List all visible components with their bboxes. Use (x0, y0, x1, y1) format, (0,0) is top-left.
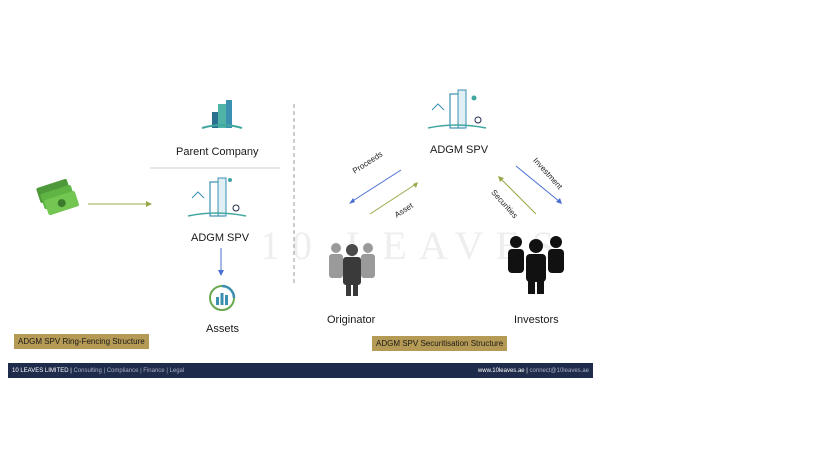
right-spv-label: ADGM SPV (430, 144, 489, 156)
section-divider (293, 104, 295, 286)
arrow-money-to-spv (88, 201, 152, 207)
arrow-spv-to-assets (218, 248, 224, 276)
originator-people-icon (329, 243, 375, 296)
arrow-securities (498, 176, 537, 215)
investors-label: Investors (514, 314, 559, 326)
arrow-proceeds (349, 169, 402, 204)
arrow-investment (515, 165, 562, 204)
footer-website[interactable]: www.10leaves.ae (477, 367, 525, 374)
watermark-text: 10 LEAVES (260, 223, 567, 268)
parent-company-label: Parent Company (176, 146, 259, 158)
footer-services: Consulting | Compliance | Finance | Lega… (73, 367, 185, 374)
assets-label: Assets (206, 323, 240, 335)
parent-company-building-icon (201, 100, 243, 129)
parent-underline (150, 167, 280, 169)
left-spv-building-icon (187, 177, 247, 217)
right-spv-building-icon (427, 89, 487, 129)
footer-separator-right: | (526, 367, 530, 374)
left-spv-label: ADGM SPV (191, 232, 250, 244)
footer-right: www.10leaves.ae | connect@10leaves.ae (478, 368, 589, 374)
footer-bar: 10 LEAVES LIMITED | Consulting | Complia… (8, 363, 593, 378)
footer-email[interactable]: connect@10leaves.ae (529, 367, 589, 374)
securitisation-tag: ADGM SPV Securitisation Structure (372, 336, 508, 351)
footer-left: 10 LEAVES LIMITED | Consulting | Complia… (12, 368, 184, 374)
ring-fencing-tag: ADGM SPV Ring-Fencing Structure (14, 334, 149, 349)
assets-chart-icon (209, 284, 236, 311)
footer-separator: | (70, 367, 74, 374)
money-icon (36, 178, 79, 216)
originator-label: Originator (327, 314, 376, 326)
investors-people-icon (508, 236, 564, 294)
footer-company: 10 LEAVES LIMITED (12, 367, 69, 374)
arrow-asset (369, 182, 418, 215)
